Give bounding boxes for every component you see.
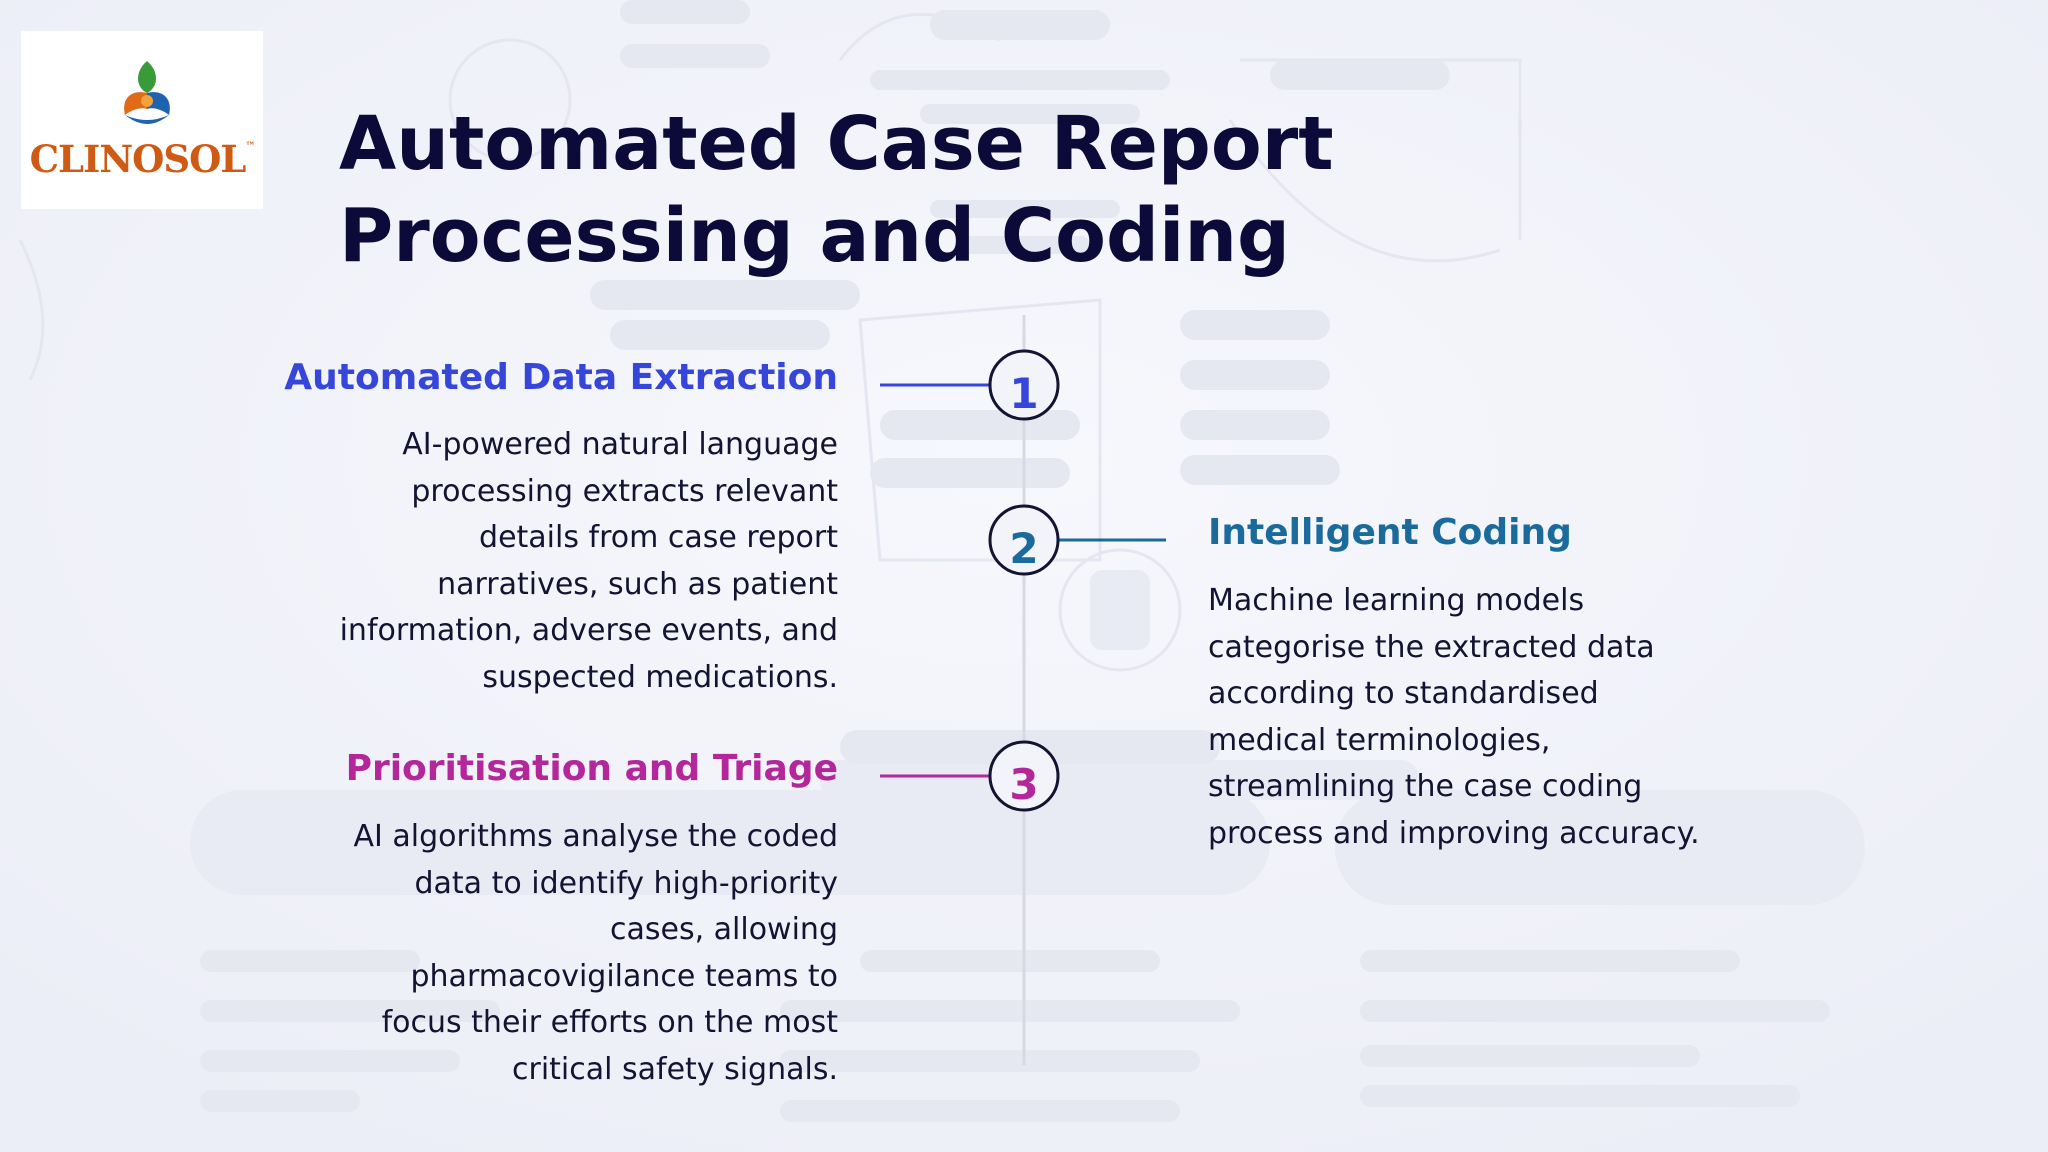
logo-wordmark-text: CLINOSOL bbox=[29, 137, 247, 181]
step-3-description: AI algorithms analyse the coded data to … bbox=[353, 819, 838, 1087]
step-3-marker bbox=[988, 740, 1060, 812]
step-1-marker bbox=[988, 349, 1060, 421]
logo-hands-icon bbox=[124, 61, 170, 124]
step-1-number: 1 bbox=[1009, 369, 1039, 418]
step-1-title: Automated Data Extraction bbox=[284, 357, 838, 398]
step-2-number: 2 bbox=[1009, 524, 1039, 573]
page-title: Automated Case Report Processing and Cod… bbox=[339, 101, 1334, 279]
step-3-number: 3 bbox=[1009, 760, 1039, 809]
step-1-description: AI-powered natural language processing e… bbox=[339, 427, 838, 695]
step-3-title: Prioritisation and Triage bbox=[345, 748, 838, 789]
logo-wordmark: CLINOSOL™ bbox=[21, 137, 263, 181]
step-2-title: Intelligent Coding bbox=[1208, 512, 1572, 553]
clinosol-logo: CLINOSOL™ bbox=[21, 31, 263, 209]
trademark-symbol: ™ bbox=[245, 141, 255, 152]
step-2-marker bbox=[988, 504, 1060, 576]
step-2-description: Machine learning models categorise the e… bbox=[1208, 583, 1700, 851]
